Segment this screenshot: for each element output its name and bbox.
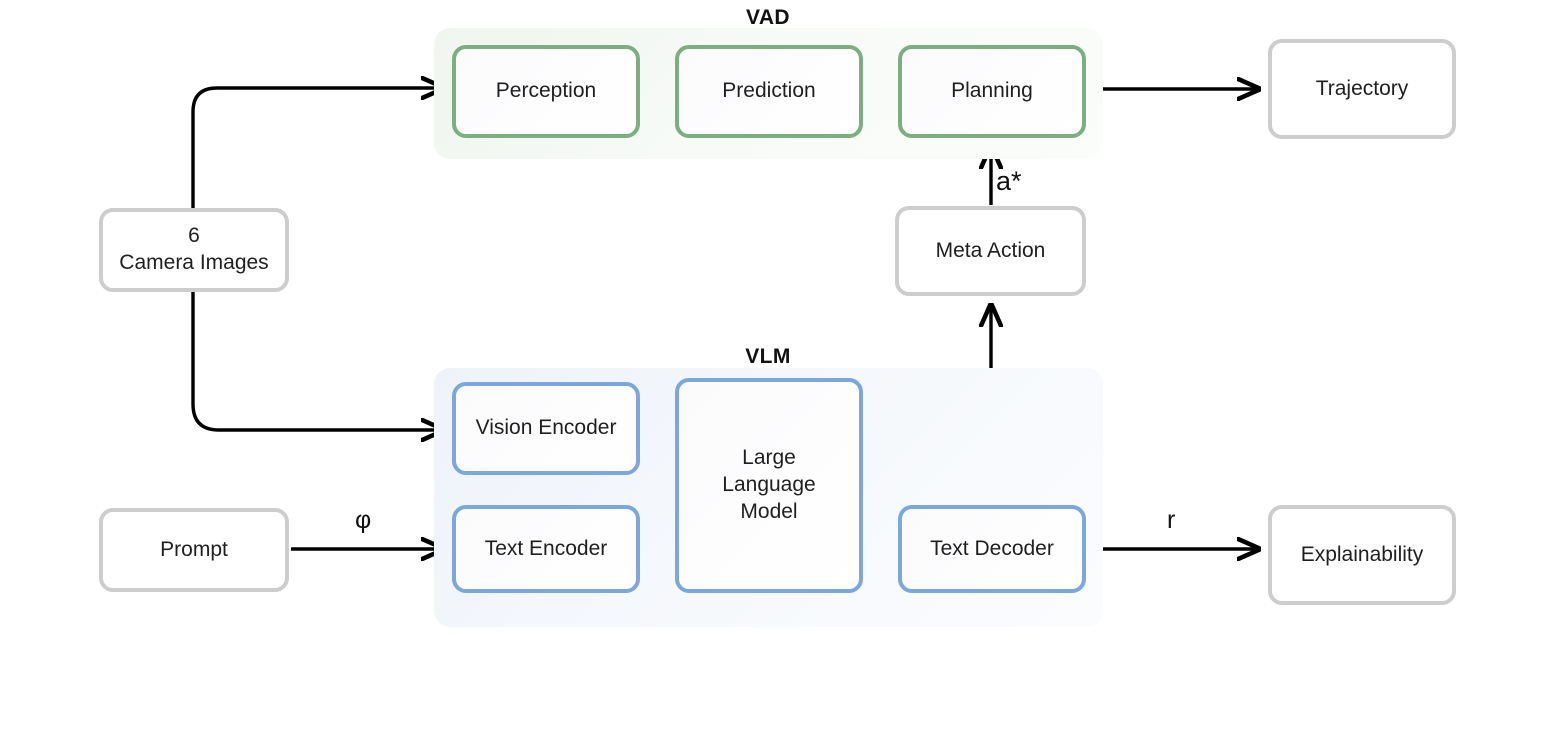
node-vision-encoder[interactable]: Vision Encoder: [452, 382, 640, 475]
vad-group-title: VAD: [746, 6, 790, 29]
llm-label-line-1: Large: [742, 446, 796, 470]
node-text-decoder[interactable]: Text Decoder: [898, 505, 1086, 593]
node-prediction[interactable]: Prediction: [675, 45, 863, 138]
edge-cameras-to-perception: [191, 88, 443, 208]
edge-cameras-to-vision-encoder: [191, 292, 443, 430]
llm-label-line-2: Language: [722, 473, 816, 497]
vlm-group-title: VLM: [745, 345, 791, 368]
llm-label-line-3: Model: [740, 499, 798, 523]
node-text-encoder[interactable]: Text Encoder: [452, 505, 640, 593]
node-planning[interactable]: Planning: [898, 45, 1086, 138]
camera-images-label: Camera Images: [119, 251, 269, 274]
node-perception[interactable]: Perception: [452, 45, 640, 138]
node-camera-images[interactable]: 6 Camera Images: [99, 208, 289, 292]
edge-label-a-star: a*: [996, 166, 1022, 196]
camera-images-count: 6: [188, 224, 200, 248]
node-large-language-model[interactable]: Large Language Model: [675, 378, 863, 593]
edge-label-phi: φ: [355, 506, 372, 534]
node-prompt[interactable]: Prompt: [99, 508, 289, 592]
node-meta-action[interactable]: Meta Action: [895, 206, 1086, 296]
node-explainability[interactable]: Explainability: [1268, 505, 1456, 605]
edge-label-r: r: [1167, 506, 1176, 534]
node-trajectory[interactable]: Trajectory: [1268, 39, 1456, 139]
